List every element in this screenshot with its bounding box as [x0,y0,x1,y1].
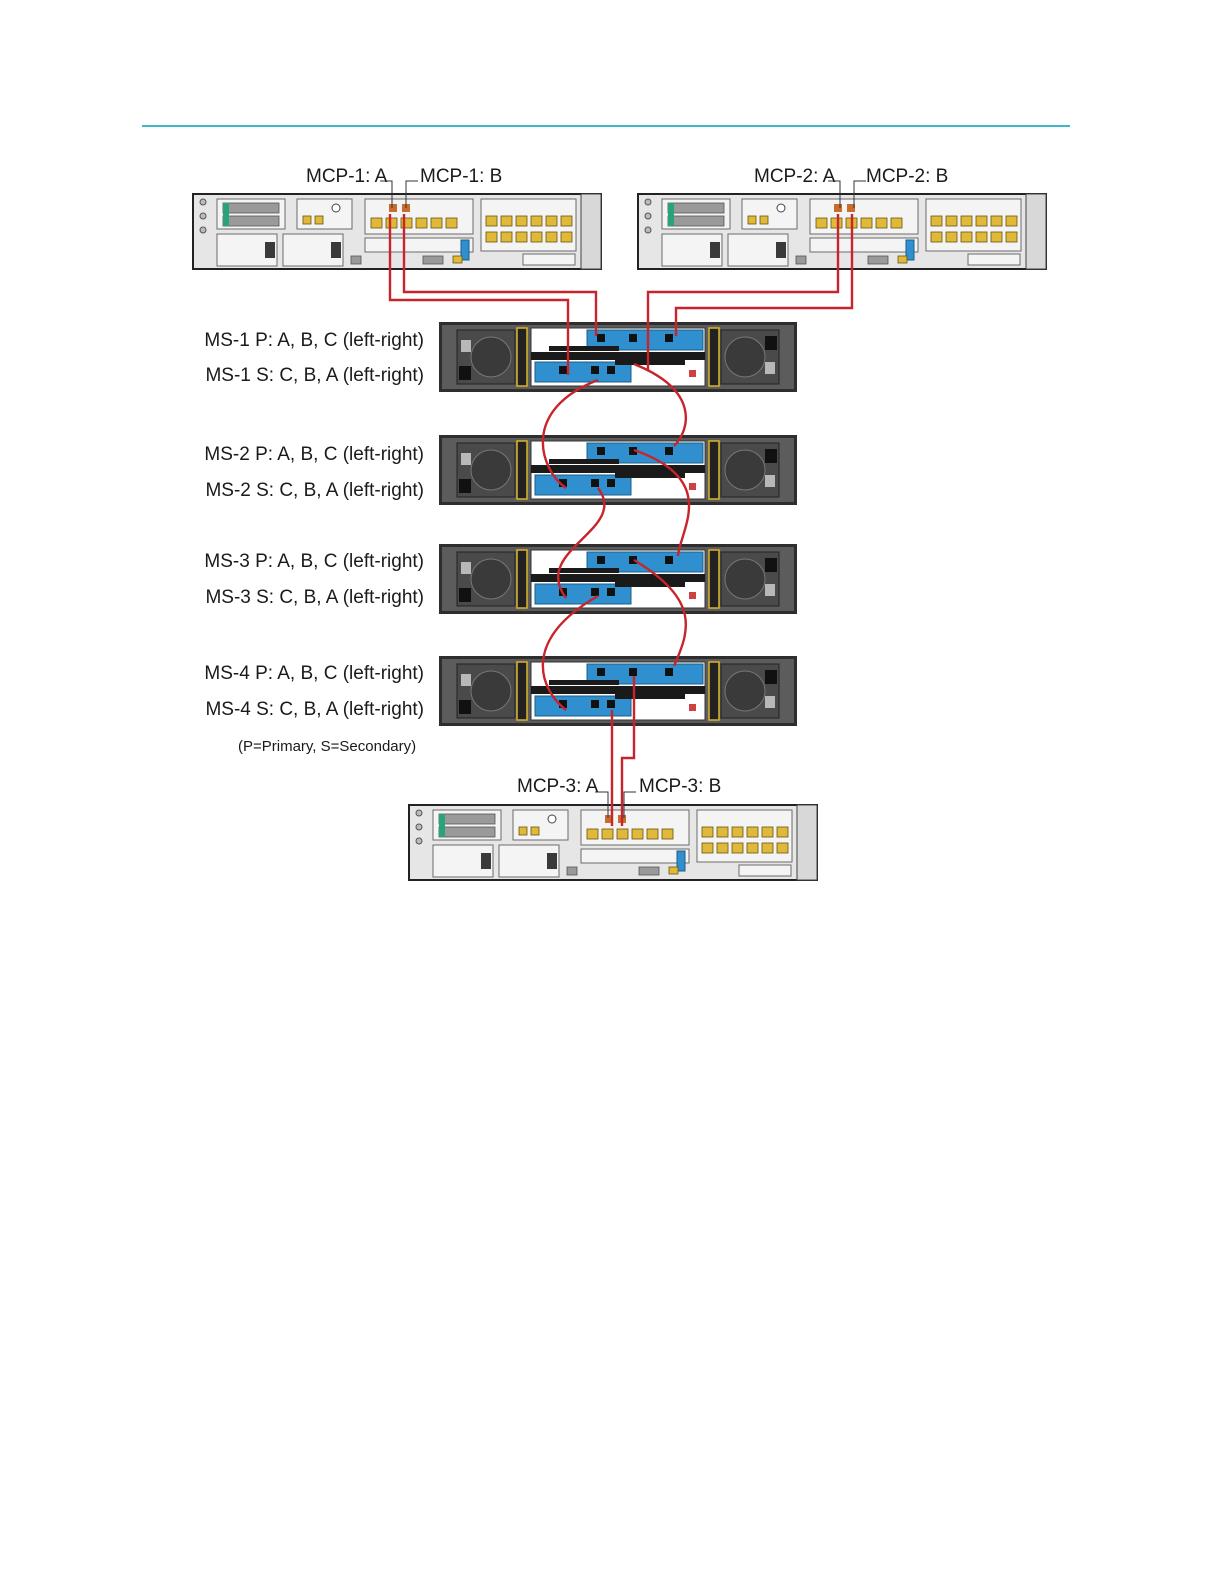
mcp-2-port-a-label: MCP-2: A [754,166,836,187]
cables [388,214,854,826]
mcp-3-port-a-label: MCP-3: A [517,776,599,797]
ms-3-secondary-label: MS-3 S: C, B, A (left-right) [205,587,424,608]
ms-4-shelf [438,655,798,727]
mcp-2-port-b-label: MCP-2: B [866,166,948,187]
mcp-3-port-b-label: MCP-3: B [639,776,721,797]
cable-ms2-ms3-left [557,487,606,599]
cable-ms2-ms3-right [633,448,691,557]
cable-mcp1-a [388,214,570,375]
mcp-1-port-b-label: MCP-1: B [420,166,502,187]
cable-ms4-mcp3-b [620,676,636,826]
cable-mcp1-b [402,214,598,336]
mcp-1-port-a-label: MCP-1: A [306,166,388,187]
ms-4-primary-label: MS-4 P: A, B, C (left-right) [204,663,424,684]
cable-ms3-ms4-right [633,558,688,667]
mcp-2-server [637,193,1047,270]
cable-mcp2-b [674,214,854,336]
ms-1-shelf [438,321,798,393]
ms-3-primary-label: MS-3 P: A, B, C (left-right) [204,551,424,572]
ms-2-shelf [438,434,798,506]
header-rule [142,125,1070,127]
ms-2-primary-label: MS-2 P: A, B, C (left-right) [204,444,424,465]
legend-note: (P=Primary, S=Secondary) [238,738,416,755]
port-leaders [380,180,866,818]
mcp-1-server [192,193,602,270]
cable-ms1-ms2-right [633,362,688,447]
ms-1-secondary-label: MS-1 S: C, B, A (left-right) [205,365,424,386]
ms-4-secondary-label: MS-4 S: C, B, A (left-right) [205,699,424,720]
cable-mcp2-a [646,214,840,370]
ms-1-primary-label: MS-1 P: A, B, C (left-right) [204,330,424,351]
cable-ms3-ms4-left [541,594,599,711]
ms-2-secondary-label: MS-2 S: C, B, A (left-right) [205,480,424,501]
ms-3-shelf [438,543,798,615]
cable-ms1-ms2-left [541,378,599,489]
